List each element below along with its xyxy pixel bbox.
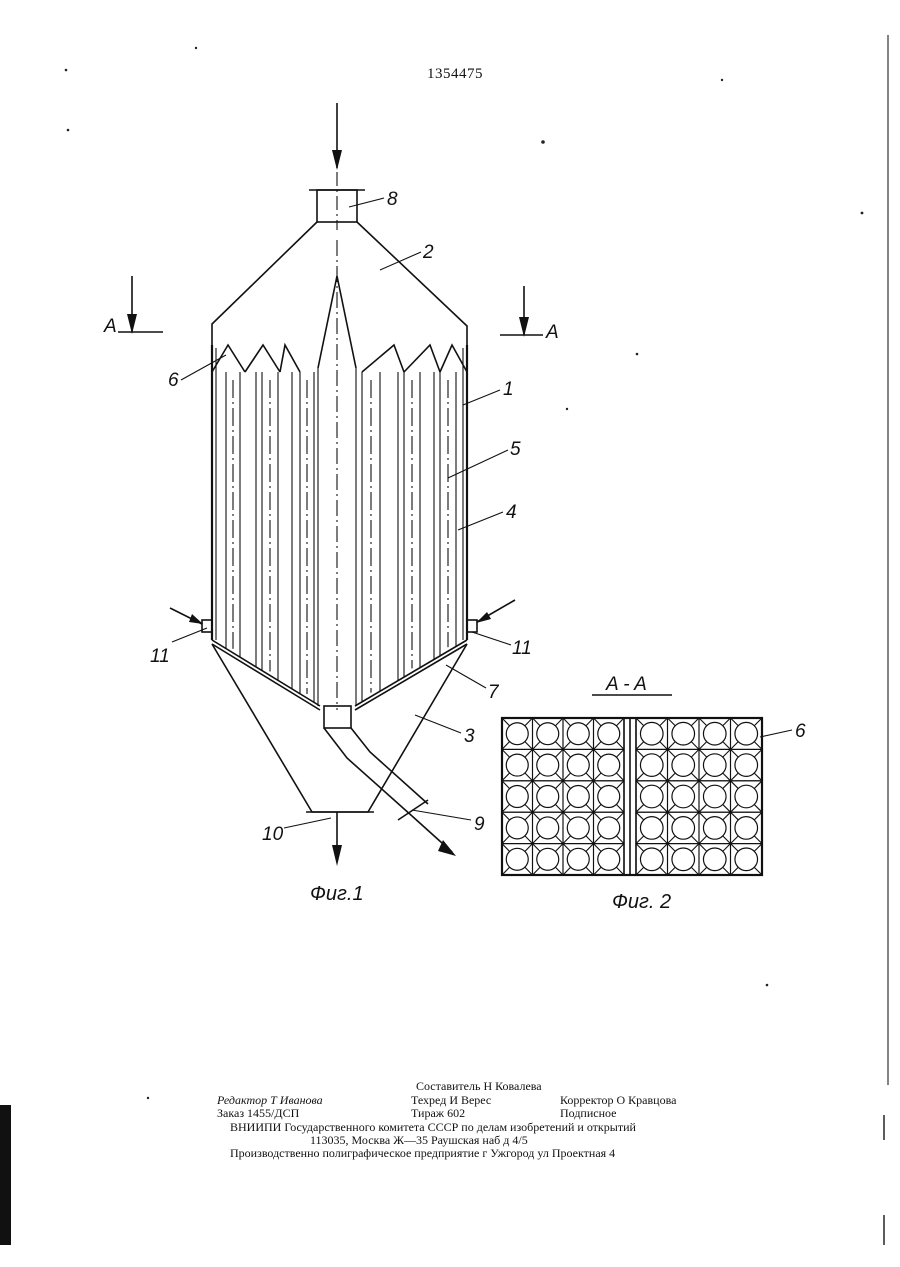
tube-circle	[640, 848, 663, 871]
part-numbers: 8 2 6 1 5 4 11 11 7 3 9 10	[150, 189, 532, 845]
tube-peak	[212, 345, 245, 372]
figure-2-caption: Фиг. 2	[612, 891, 671, 913]
top-cone	[212, 222, 467, 345]
label-6: 6	[168, 370, 179, 391]
tube-circle	[506, 786, 528, 808]
tube-circle	[537, 817, 559, 839]
section-mark-left: A	[103, 276, 163, 337]
tube-circle	[703, 722, 726, 745]
label-9: 9	[474, 814, 485, 835]
inlet-arrow-top	[332, 103, 342, 170]
leader-lines	[172, 198, 511, 828]
tube-peak	[280, 345, 300, 372]
tube-circle	[506, 754, 528, 776]
section-letter-left: A	[103, 316, 117, 337]
tube-circle	[640, 722, 663, 745]
tube-circle	[672, 817, 695, 840]
tube-peak	[404, 345, 440, 372]
imprint-order: Заказ 1455/ДСП	[217, 1107, 299, 1120]
bottom-cone	[212, 640, 467, 812]
label-2: 2	[422, 242, 434, 263]
tube-circle	[640, 754, 663, 777]
tube-circle	[598, 786, 620, 808]
shell-walls	[212, 345, 467, 640]
outlet-pipe	[324, 706, 456, 856]
tube-circle	[703, 785, 726, 808]
tube-circle	[735, 817, 758, 840]
tube-circle	[567, 848, 589, 870]
tube-circle	[640, 817, 663, 840]
bottom-outlet-arrow	[332, 812, 342, 866]
label-10: 10	[262, 824, 284, 845]
tube-circle	[598, 848, 620, 870]
tube-grid-right	[636, 718, 762, 875]
tube-peak	[362, 345, 404, 372]
section-title: A - A	[605, 674, 647, 695]
tube-circle	[598, 754, 620, 776]
tube-circle	[703, 754, 726, 777]
tube-circle	[735, 754, 758, 777]
label-3: 3	[464, 726, 475, 747]
tube-grid-left	[502, 718, 624, 875]
label-6-section: 6	[795, 721, 806, 742]
label-11-right: 11	[512, 638, 532, 659]
tube-bundle	[212, 345, 467, 706]
tube-circle	[703, 817, 726, 840]
tube-circle	[537, 786, 559, 808]
tube-circle	[672, 785, 695, 808]
tube-circle	[537, 723, 559, 745]
imprint-plant: Производственно полиграфическое предприя…	[230, 1147, 615, 1160]
label-8: 8	[387, 189, 398, 210]
label-4: 4	[506, 502, 517, 523]
tube-circle	[567, 786, 589, 808]
tube-circle	[672, 722, 695, 745]
label-1: 1	[503, 379, 514, 400]
tube-circle	[640, 785, 663, 808]
tube-circle	[598, 723, 620, 745]
tube-circle	[735, 722, 758, 745]
tube-circle	[506, 848, 528, 870]
central-displacer	[318, 240, 356, 710]
tube-circle	[703, 848, 726, 871]
tube-circle	[567, 817, 589, 839]
figure-1-apparatus: A A	[103, 103, 559, 905]
tube-circle	[567, 754, 589, 776]
imprint-print-run: Тираж 602	[411, 1107, 465, 1120]
tube-circle	[672, 848, 695, 871]
tube-circle	[672, 754, 695, 777]
imprint-subscription: Подписное	[560, 1107, 617, 1120]
tube-circle	[506, 817, 528, 839]
tube-circle	[598, 817, 620, 839]
tube-circle	[735, 848, 758, 871]
tube-circle	[537, 848, 559, 870]
scan-artifacts	[0, 35, 888, 1245]
section-letter-right: A	[545, 322, 559, 343]
tube-circle	[537, 754, 559, 776]
tube-circle	[735, 785, 758, 808]
label-5: 5	[510, 439, 521, 460]
side-inlet-right	[467, 600, 515, 632]
tube-circle	[567, 723, 589, 745]
label-7: 7	[488, 682, 500, 703]
tube-circle	[506, 723, 528, 745]
figure-1-caption: Фиг.1	[310, 883, 364, 905]
section-mark-right: A	[500, 286, 559, 343]
label-11-left: 11	[150, 646, 170, 667]
figure-2-section: A - A 6 Фиг. 2	[502, 674, 806, 913]
tube-peak	[245, 345, 280, 372]
imprint-compiler: Составитель Н Ковалева	[416, 1080, 542, 1093]
